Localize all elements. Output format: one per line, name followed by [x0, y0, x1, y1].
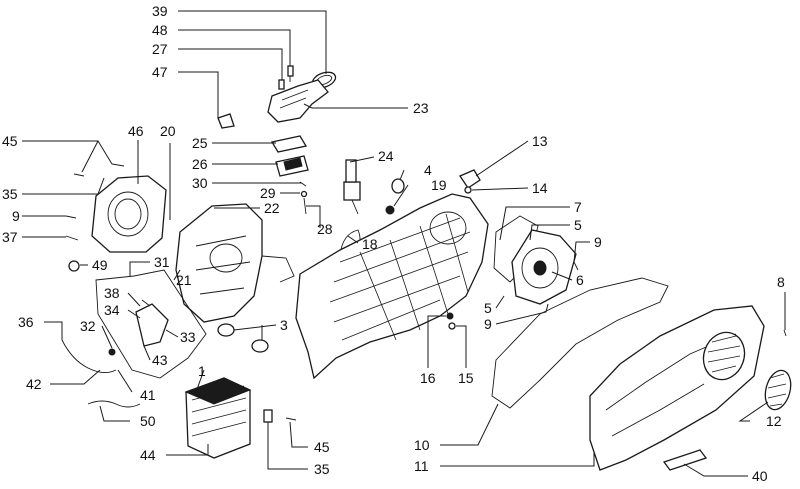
callout-43: 43: [152, 352, 168, 368]
callout-39: 39: [152, 3, 168, 19]
callout-50: 50: [140, 413, 156, 429]
part-10-gasket: [491, 277, 669, 409]
callout-35-lower: 35: [314, 461, 330, 477]
callout-48: 48: [152, 22, 168, 38]
part-23-intake-manifold: [267, 79, 329, 123]
part-16-15-screws: [446, 312, 456, 330]
callout-30: 30: [192, 175, 208, 191]
callout-5-lower: 5: [484, 300, 492, 316]
part-47-clip: [217, 113, 235, 129]
callout-4: 4: [424, 162, 432, 178]
part-31-assembly-frame: [95, 269, 207, 379]
part-9-screw-right: [573, 261, 579, 271]
callout-10: 10: [414, 437, 430, 453]
part-28-dowel: [303, 197, 307, 215]
part-25-gasket: [270, 135, 308, 153]
callout-27: 27: [152, 41, 168, 57]
leader-lines: [22, 10, 786, 477]
part-46-crankcase-cover: [91, 175, 167, 253]
callout-38: 38: [104, 285, 120, 301]
callout-36: 36: [18, 314, 34, 330]
callout-47: 47: [152, 64, 168, 80]
part-12-grille-cap: [764, 369, 792, 411]
callout-32: 32: [80, 318, 96, 334]
callout-8: 8: [777, 274, 785, 290]
callout-3: 3: [280, 317, 288, 333]
callout-26: 26: [192, 156, 208, 172]
part-24-shaft: [343, 159, 361, 215]
callout-25: 25: [192, 135, 208, 151]
callout-22: 22: [264, 200, 280, 216]
part-19-nut: [385, 205, 395, 215]
callout-1: 1: [198, 363, 206, 379]
part-cover-grille: [702, 331, 746, 381]
part-crankcase: [175, 203, 295, 323]
callout-16: 16: [420, 370, 436, 386]
callout-31: 31: [154, 254, 170, 270]
callout-7: 7: [574, 199, 582, 215]
part-transmission-housing: [295, 193, 489, 380]
part-26-reed-valve: [275, 155, 309, 177]
callout-37: 37: [2, 229, 18, 245]
callout-24: 24: [378, 148, 394, 164]
part-27-screw: [278, 79, 285, 90]
callout-14: 14: [532, 180, 548, 196]
callout-28: 28: [317, 221, 333, 237]
callout-33: 33: [180, 329, 196, 345]
callout-46: 46: [128, 123, 144, 139]
callout-18: 18: [362, 236, 378, 252]
part-6-gear-cover: [511, 229, 577, 305]
part-1-44-filter-box: [184, 377, 252, 459]
callout-42: 42: [26, 376, 42, 392]
callout-labels: 39 48 27 47 23 45 46 20 25 26 30 29 24 4…: [2, 3, 785, 484]
callout-41: 41: [140, 387, 156, 403]
part-8-screw: [783, 329, 787, 337]
callout-23: 23: [413, 100, 429, 116]
part-48-screw: [287, 65, 294, 82]
part-13-plug: [459, 169, 481, 189]
part-lower-screws: [263, 409, 297, 423]
part-40-label-plate: [662, 449, 708, 471]
callout-6: 6: [576, 272, 584, 288]
part-36-cable: [61, 339, 117, 373]
part-38-34-switch: [135, 299, 169, 347]
callout-21: 21: [176, 272, 192, 288]
part-29-stud: [300, 190, 308, 198]
callout-45-top: 45: [2, 133, 18, 149]
callout-9-right: 9: [594, 234, 602, 250]
callout-5-top: 5: [574, 217, 582, 233]
part-49-nut: [68, 260, 80, 272]
callout-11: 11: [414, 458, 429, 474]
part-3-bearing: [217, 323, 269, 353]
callout-20: 20: [160, 123, 176, 139]
callout-44: 44: [140, 447, 156, 463]
callout-15: 15: [458, 370, 474, 386]
callout-35-top: 35: [2, 186, 18, 202]
part-50-wire: [87, 400, 141, 408]
callout-9-left: 9: [12, 208, 20, 224]
callout-12: 12: [766, 413, 782, 429]
callout-45-lower: 45: [314, 439, 330, 455]
callout-34: 34: [104, 302, 120, 318]
callout-19: 19: [431, 177, 447, 193]
part-4-bushing: [391, 178, 405, 194]
callout-29: 29: [260, 185, 276, 201]
callout-13: 13: [532, 133, 548, 149]
part-screws-left: [65, 163, 125, 241]
callout-49: 49: [92, 257, 108, 273]
part-14-washer: [464, 186, 472, 194]
part-32-screw: [108, 348, 116, 356]
callout-9-lower: 9: [484, 316, 492, 332]
part-11-outer-cover: [589, 305, 765, 471]
callout-40: 40: [752, 468, 768, 484]
